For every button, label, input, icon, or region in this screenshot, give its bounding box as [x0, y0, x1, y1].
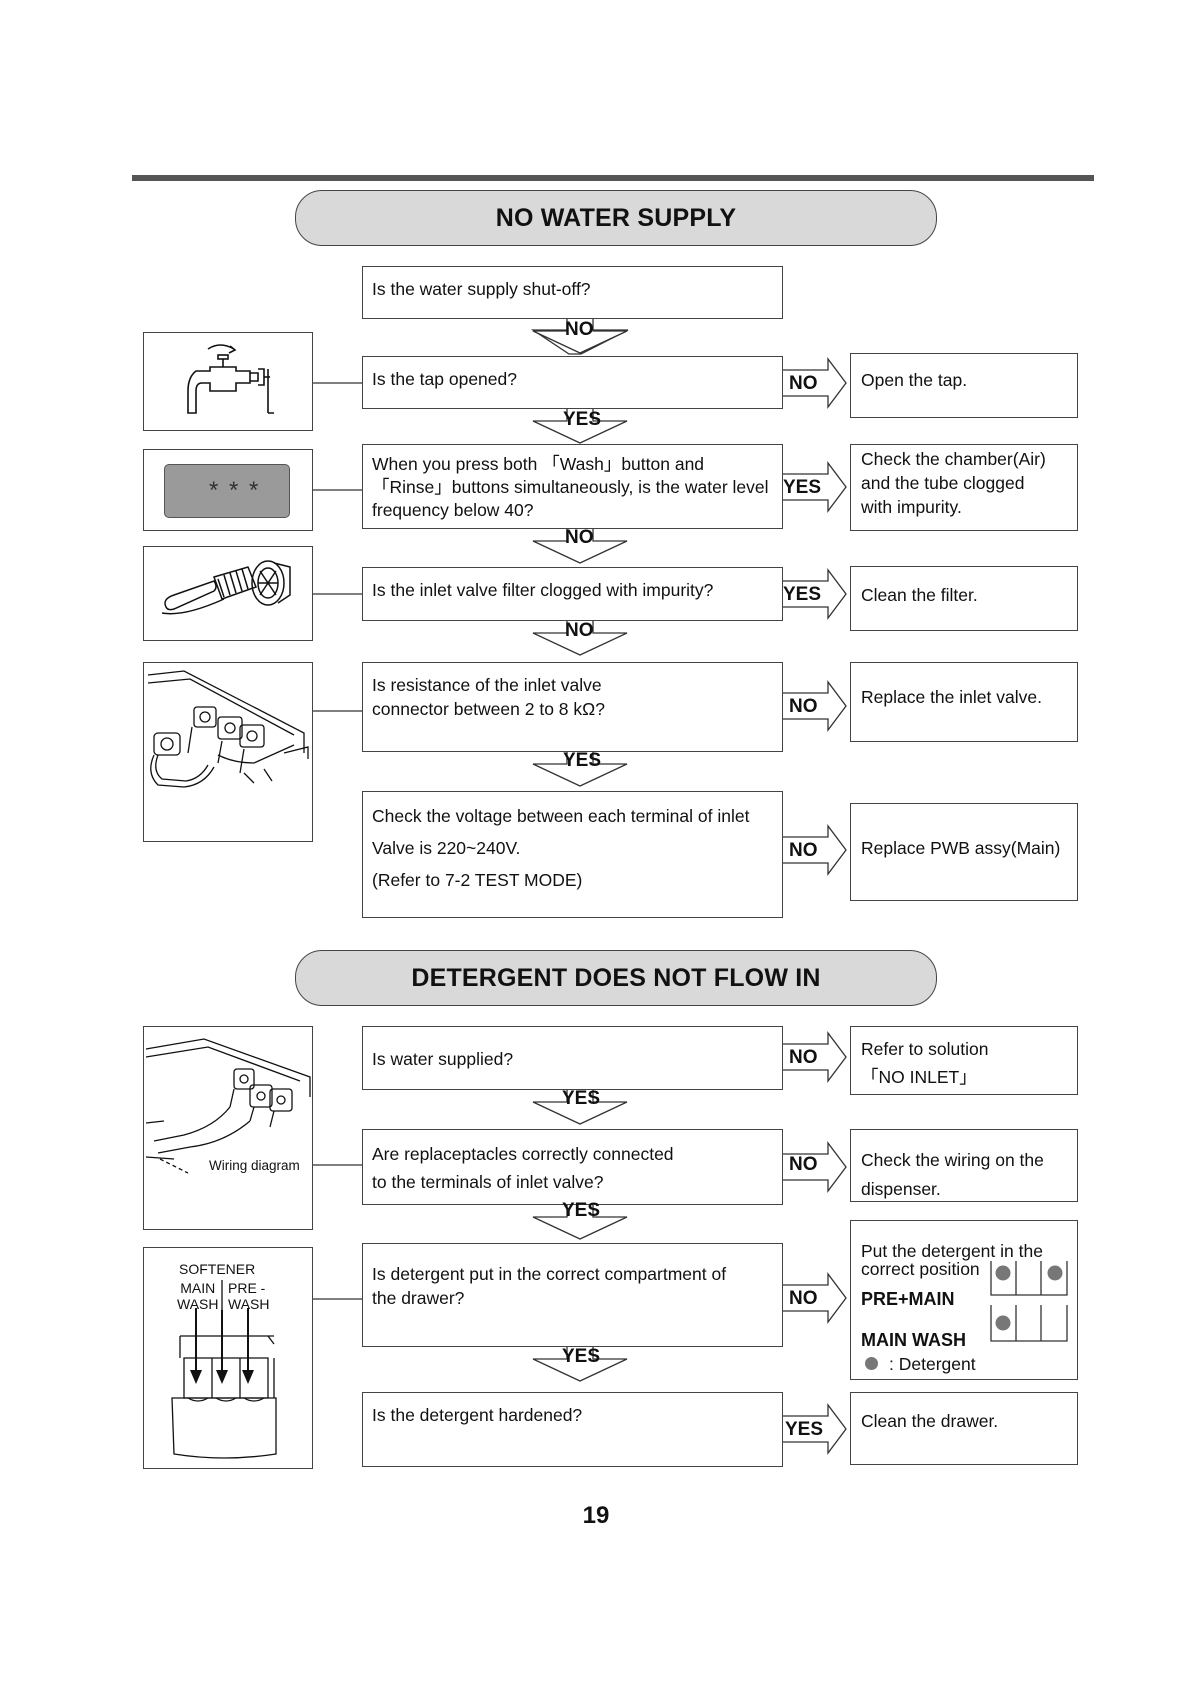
down-label: NO [565, 319, 594, 340]
side-label: YES [785, 1419, 824, 1440]
down-label: NO [565, 527, 594, 548]
question-text: Is the water supply shut-off? [372, 279, 591, 299]
answer-text-line: correct position [861, 1259, 980, 1279]
answer-replace-pwb: Replace PWB assy(Main) [850, 803, 1078, 901]
answer-detergent-position: Put the detergent in the correct positio… [850, 1220, 1078, 1380]
display-panel: * * * [164, 464, 290, 518]
down-label: NO [565, 620, 594, 641]
side-label: YES [783, 584, 822, 605]
question-detergent-compartment: Is detergent put in the correct compartm… [362, 1243, 783, 1347]
side-label: NO [789, 1288, 818, 1309]
answer-check-chamber: Check the chamber(Air) and the tube clog… [850, 444, 1078, 531]
page-number: 19 [582, 1502, 610, 1529]
prewash-line: PRE - [228, 1280, 266, 1296]
side-label: NO [789, 1047, 818, 1068]
side-label: NO [789, 1154, 818, 1175]
answer-text-line: 「NO INLET」 [861, 1067, 977, 1087]
down-label: YES [563, 750, 602, 771]
answer-replace-valve: Replace the inlet valve. [850, 662, 1078, 742]
option-main-wash: MAIN WASH [861, 1330, 966, 1350]
main-wash-line: WASH [177, 1296, 219, 1312]
inlet-valve-icon [147, 670, 309, 788]
answer-clean-drawer: Clean the drawer. [850, 1392, 1078, 1465]
softener-label: SOFTENER [179, 1261, 256, 1277]
question-text: Are replaceptacles correctly connected t… [372, 1144, 674, 1192]
wiring-caption: Wiring diagram [209, 1158, 300, 1173]
question-text: Is the tap opened? [372, 369, 517, 389]
answer-clean-filter: Clean the filter. [850, 566, 1078, 631]
answer-text: Replace the inlet valve. [861, 687, 1042, 707]
question-text: Is resistance of the inlet valve connect… [372, 675, 605, 719]
answer-text: Open the tap. [861, 370, 968, 390]
question-text-line: Valve is 220~240V. [372, 838, 521, 858]
down-label: YES [563, 409, 602, 430]
main-wash-label: MAIN WASH [177, 1280, 218, 1312]
question-filter-clogged: Is the inlet valve filter clogged with i… [362, 567, 783, 621]
compartment-diagram [990, 1261, 1068, 1342]
drawer-illustration: SOFTENER MAIN WASH PRE - WASH [143, 1247, 313, 1469]
main-wash-line: MAIN [180, 1280, 216, 1296]
prewash-label: PRE - WASH [228, 1280, 269, 1312]
question-text-line: Check the voltage between each terminal … [372, 806, 750, 826]
display-value: * * * [209, 477, 261, 504]
question-text: Is detergent put in the correct compartm… [372, 1264, 727, 1308]
answer-text: Check the chamber(Air) and the tube clog… [861, 449, 1046, 517]
section-title-detergent: DETERGENT DOES NOT FLOW IN [295, 950, 937, 1006]
question-detergent-hardened: Is the detergent hardened? [362, 1392, 783, 1467]
down-label: YES [562, 1200, 601, 1221]
side-label: NO [789, 373, 818, 394]
question-text: Is the detergent hardened? [372, 1405, 583, 1425]
option-pre-main: PRE+MAIN [861, 1289, 955, 1309]
question-text: Is the inlet valve filter clogged with i… [372, 580, 714, 600]
answer-text: Clean the filter. [861, 585, 978, 605]
legend-text: : Detergent [889, 1354, 976, 1374]
side-label: NO [789, 840, 818, 861]
tap-illustration [143, 332, 313, 431]
answer-text: Check the wiring on the dispenser. [861, 1150, 1044, 1199]
question-tap-opened: Is the tap opened? [362, 356, 783, 409]
wiring-icon [145, 1038, 311, 1174]
answer-refer-no-inlet: Refer to solution 「NO INLET」 [850, 1026, 1078, 1095]
section-title-no-water-supply: NO WATER SUPPLY [295, 190, 937, 246]
question-text: When you press both 「Wash」button and「Rin… [372, 454, 769, 520]
detergent-dot-icon [865, 1357, 878, 1370]
display-illustration: * * * [143, 449, 313, 531]
wiring-diagram-illustration: Wiring diagram [143, 1026, 313, 1230]
side-label: YES [783, 477, 822, 498]
side-label: NO [789, 696, 818, 717]
question-text-line: (Refer to 7-2 TEST MODE) [372, 870, 583, 890]
down-label: YES [562, 1346, 601, 1367]
question-voltage-check: Check the voltage between each terminal … [362, 791, 783, 918]
drawer-icon [171, 1280, 277, 1459]
filter-brush-illustration [143, 546, 313, 641]
down-label: YES [562, 1088, 601, 1109]
question-water-level: When you press both 「Wash」button and「Rin… [362, 444, 783, 529]
answer-open-tap: Open the tap. [850, 353, 1078, 418]
tap-icon [187, 344, 274, 414]
brush-filter-icon [161, 560, 291, 615]
answer-text: Clean the drawer. [861, 1411, 999, 1431]
question-text: Is water supplied? [372, 1049, 514, 1069]
question-valve-resistance: Is resistance of the inlet valve connect… [362, 662, 783, 752]
top-rule [132, 175, 1094, 181]
answer-text: Replace PWB assy(Main) [861, 838, 1061, 858]
prewash-line: WASH [228, 1296, 270, 1312]
inlet-valve-illustration [143, 662, 313, 842]
answer-check-wiring: Check the wiring on the dispenser. [850, 1129, 1078, 1202]
question-water-supplied: Is water supplied? [362, 1026, 783, 1090]
answer-text-line: Refer to solution [861, 1039, 989, 1059]
question-water-shutoff: Is the water supply shut-off? [362, 266, 783, 319]
answer-text-line: Put the detergent in the [861, 1241, 1043, 1261]
question-receptacles-connected: Are replaceptacles correctly connected t… [362, 1129, 783, 1205]
